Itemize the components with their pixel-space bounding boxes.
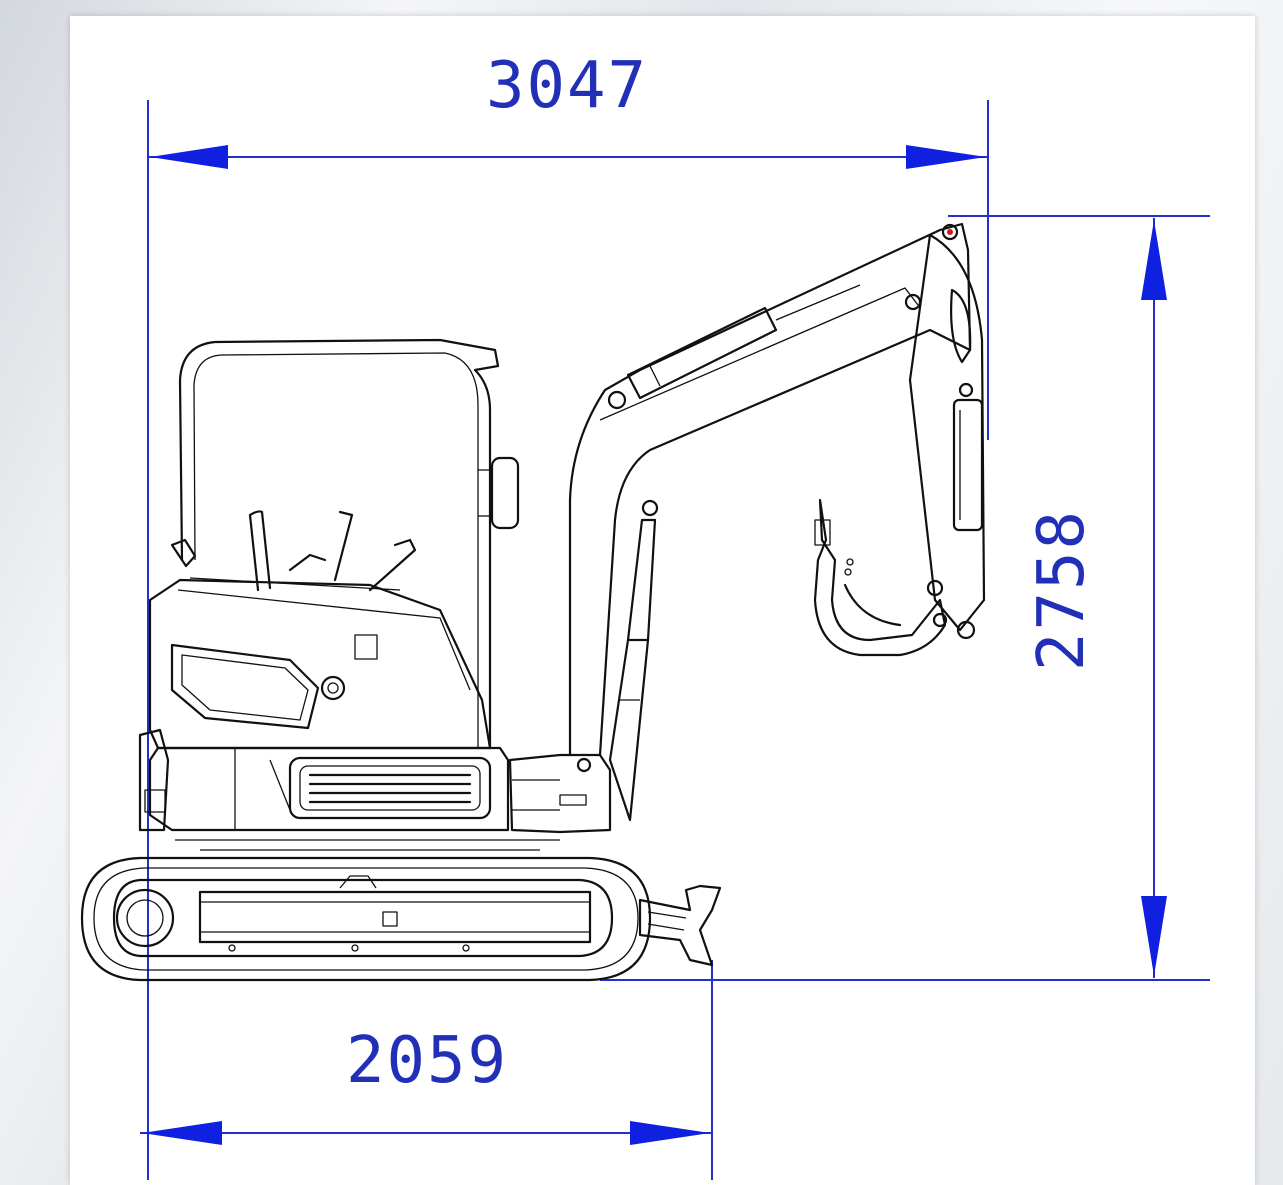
- arrow-left: [142, 1121, 222, 1145]
- arrow-up: [1141, 220, 1167, 300]
- arrow-down: [1141, 896, 1167, 976]
- crawler-track: [80, 839, 652, 982]
- excavator-outline: [80, 222, 986, 982]
- boom-cylinder: [608, 518, 657, 822]
- arrow-right: [630, 1121, 710, 1145]
- dimension-track-length: 2059: [140, 960, 713, 1180]
- arrow-left: [150, 145, 228, 169]
- dimension-label-track: 2059: [346, 1024, 508, 1098]
- dipper-arm: [908, 233, 986, 640]
- control-levers: [189, 510, 417, 592]
- arm-cylinder: [626, 284, 861, 400]
- dimension-overall-length: 3047: [147, 49, 989, 1180]
- dimension-label-height: 2758: [1025, 509, 1099, 671]
- boom: [568, 222, 972, 757]
- canopy-frame: [170, 338, 520, 750]
- arrow-right: [906, 145, 986, 169]
- drawing-sheet: [70, 16, 1255, 1185]
- dozer-blade: [638, 884, 722, 967]
- swing-bracket: [508, 753, 612, 834]
- upper-structure: [138, 578, 510, 832]
- dimension-label-length: 3047: [486, 49, 648, 123]
- dimension-overall-height: 2758: [600, 215, 1210, 981]
- bucket: [813, 498, 947, 657]
